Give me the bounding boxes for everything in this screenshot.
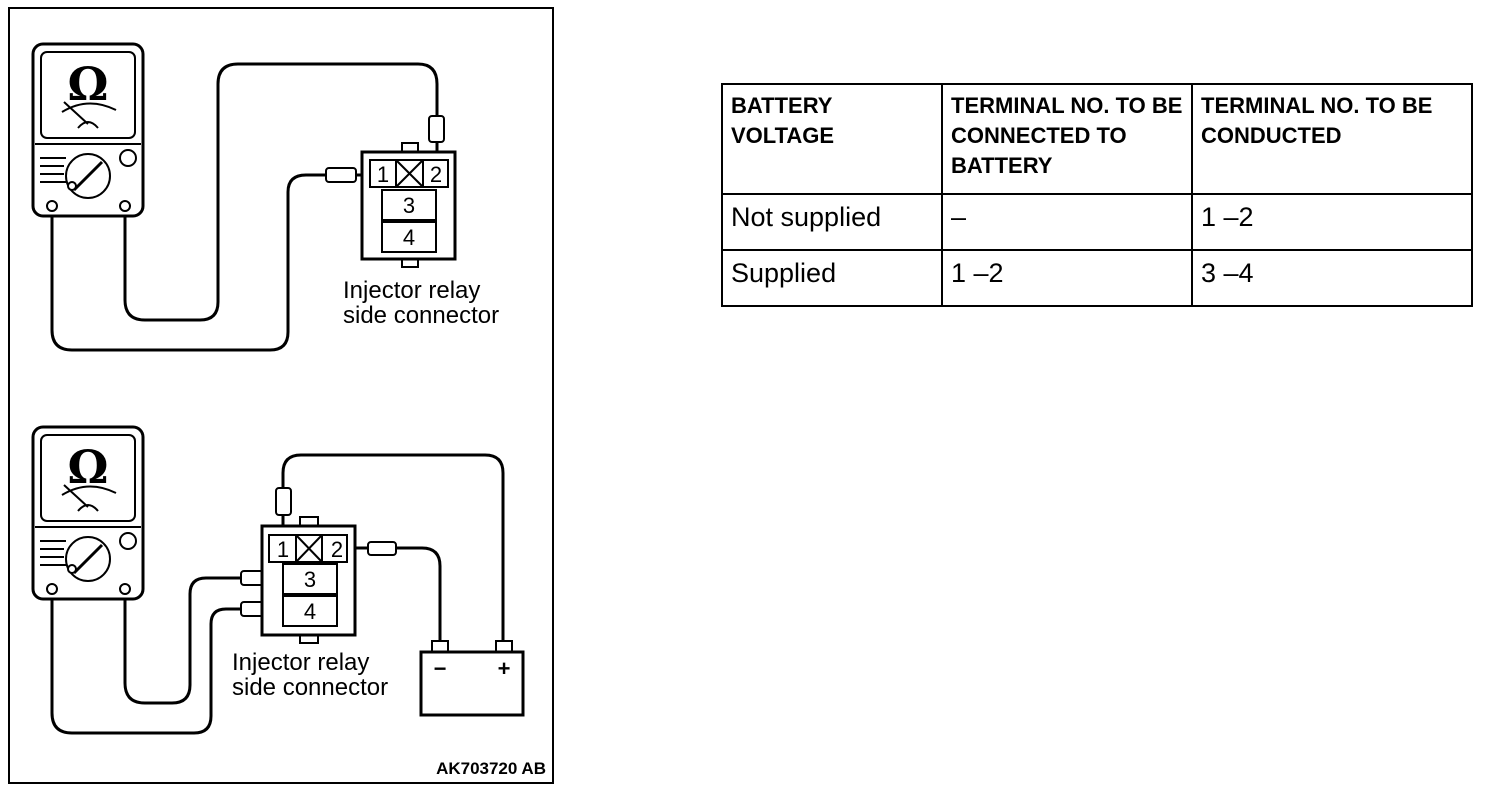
top-pin-3: 3 [403,193,415,218]
top-probe-upper [428,115,445,143]
bottom-pin-1: 1 [277,537,289,562]
table-header-cell: TERMINAL NO. TO BE CONDUCTED [1191,83,1473,195]
bottom-pin-2: 2 [331,537,343,562]
table-cell: – [941,193,1193,251]
bottom-probe-upper [275,487,292,516]
bottom-wires [50,453,505,735]
top-pin-1: 1 [377,162,389,187]
battery-plus-label: + [498,656,511,681]
table-header-cell: TERMINAL NO. TO BE CONNECTED TO BATTERY [941,83,1193,195]
diagram-frame [8,7,554,784]
ohmmeter-icon: Ω [31,42,145,218]
bottom-connector-label-line1: Injector relay [232,649,369,676]
table-header-cell: BATTERY VOLTAGE [721,83,943,195]
table-cell: 3 –4 [1191,249,1473,307]
ohmmeter-icon: Ω [31,425,145,601]
relay-connector-icon: 1 2 3 4 [260,516,357,644]
top-pin-2: 2 [430,162,442,187]
top-probe-left [325,167,357,183]
table-cell: Supplied [721,249,943,307]
table-header-row: BATTERY VOLTAGE TERMINAL NO. TO BE CONNE… [721,83,1473,195]
table-cell: 1 –2 [941,249,1193,307]
battery-minus-label: − [434,656,447,681]
meter-symbol: Ω [68,440,109,494]
table-row: Not supplied – 1 –2 [721,193,1473,251]
top-pin-4: 4 [403,225,415,250]
figure-code: AK703720 AB [436,759,546,778]
bottom-probe-right [367,541,397,556]
battery-icon: − + [419,640,525,717]
bottom-connector-label-line2: side connector [232,674,388,701]
table-cell: Not supplied [721,193,943,251]
bottom-pin-3: 3 [304,567,316,592]
spec-table: BATTERY VOLTAGE TERMINAL NO. TO BE CONNE… [721,83,1473,307]
table-row: Supplied 1 –2 3 –4 [721,249,1473,307]
bottom-pin-4: 4 [304,599,316,624]
table-cell: 1 –2 [1191,193,1473,251]
top-connector-label-line1: Injector relay [343,277,480,304]
relay-connector-icon: 1 2 3 4 [360,142,457,268]
meter-symbol: Ω [68,57,109,111]
top-connector-label-line2: side connector [343,302,499,329]
